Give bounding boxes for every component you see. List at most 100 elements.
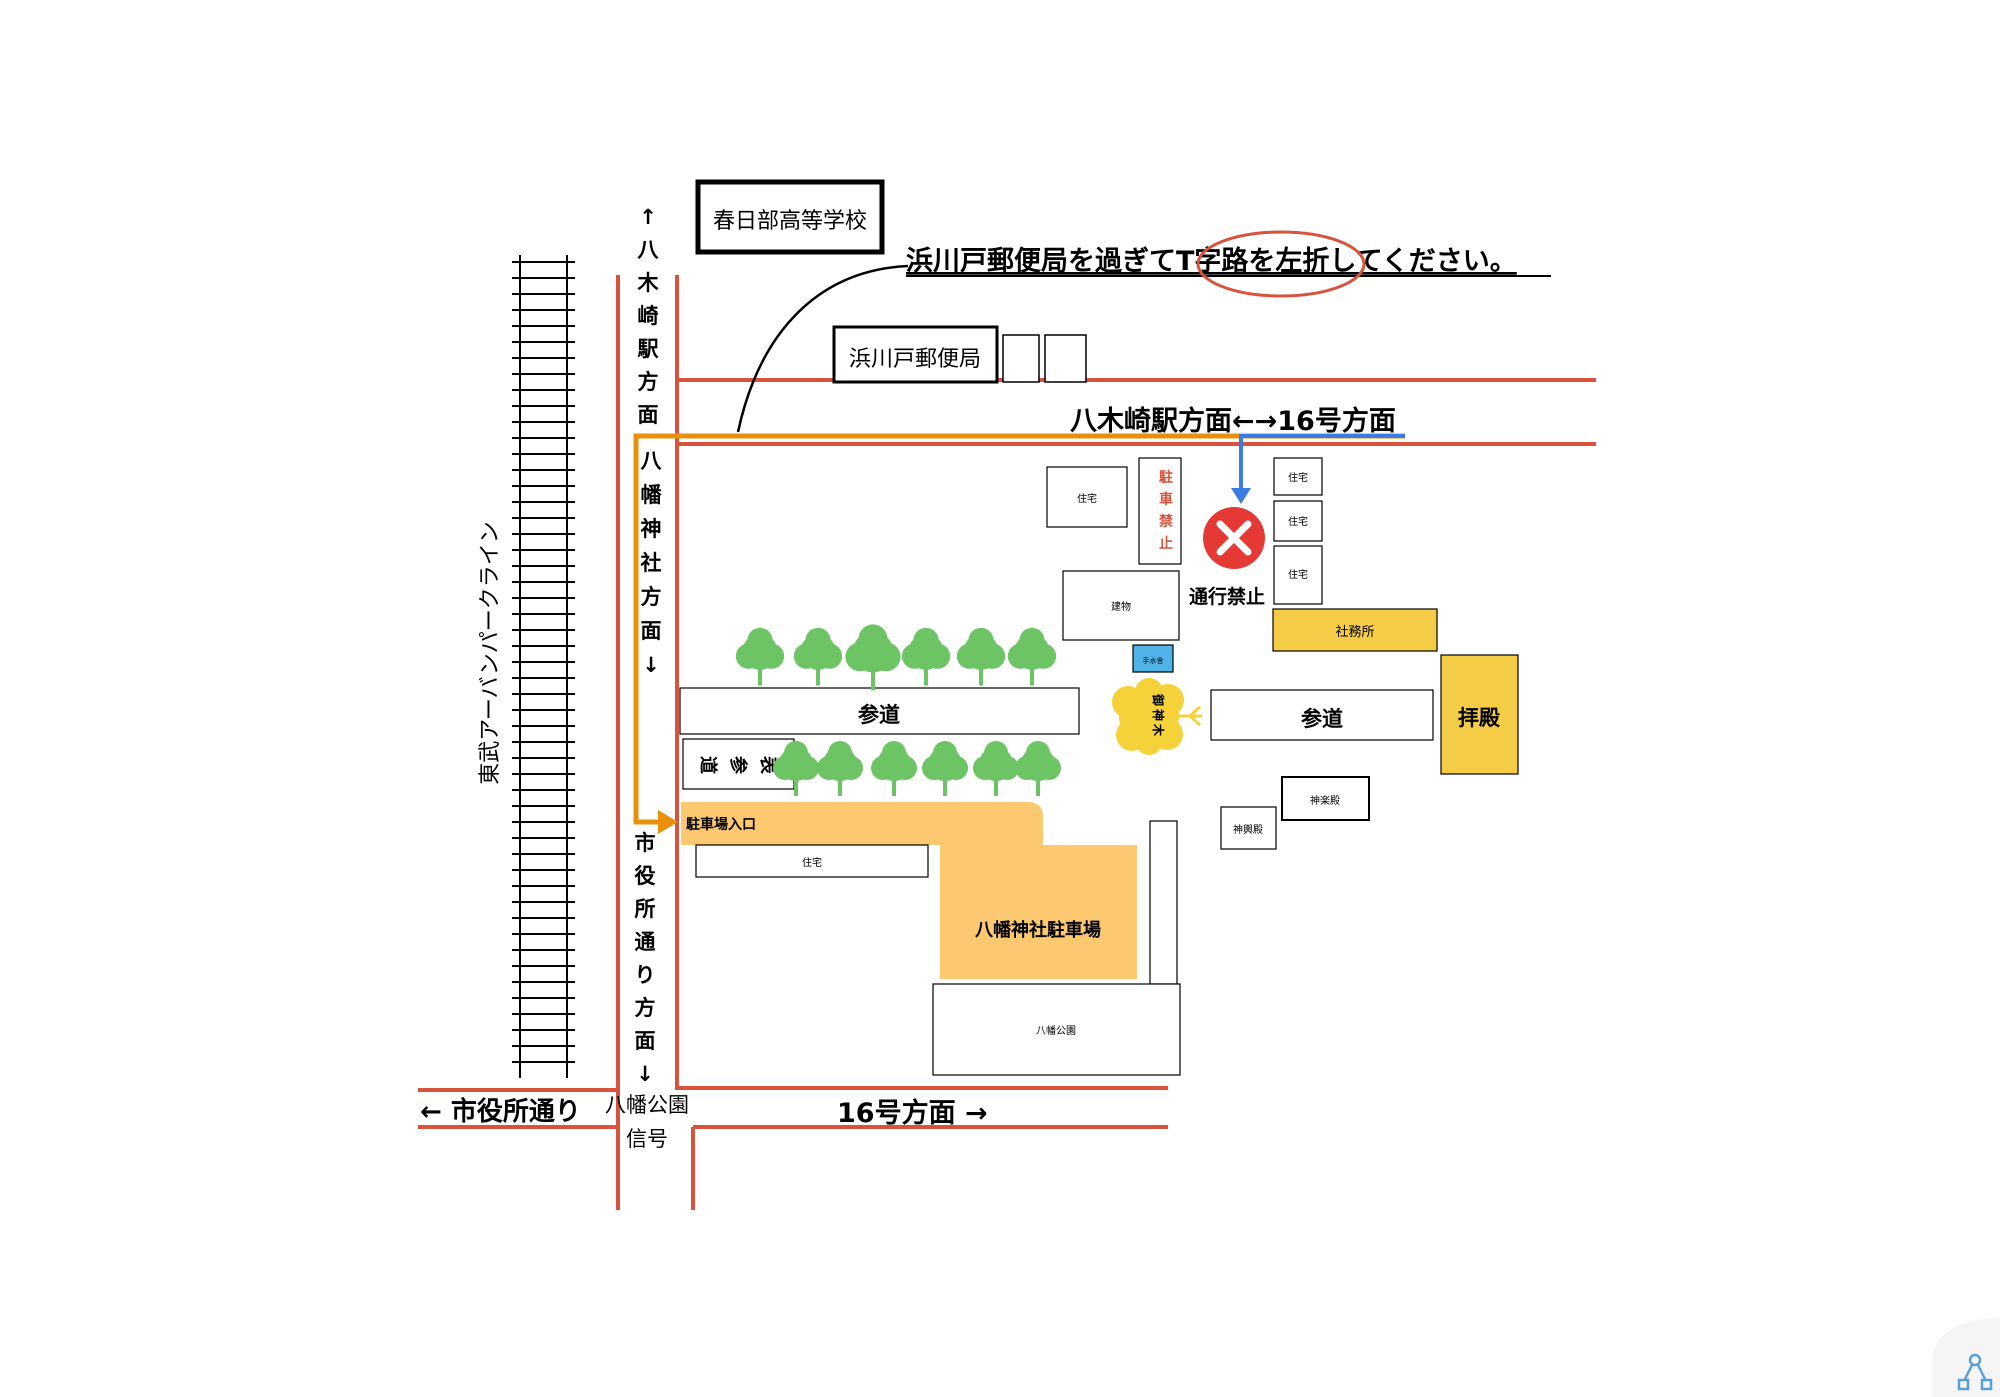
post-office-label: 浜川戸郵便局 — [849, 347, 981, 372]
tree-icon — [1007, 627, 1057, 686]
house-4-label: 住宅 — [1288, 568, 1308, 581]
vt-yagisaki-char: 面 — [638, 403, 659, 427]
tree-icon — [922, 741, 968, 796]
haiden: 拝殿 — [1440, 654, 1519, 775]
tree-icon — [773, 741, 819, 796]
tree-icon — [901, 627, 951, 686]
house-3-label: 住宅 — [1288, 515, 1308, 528]
railway-label: 東武アーバンパークライン — [478, 521, 503, 785]
vt-yagisaki-char: 駅 — [638, 337, 660, 361]
sacred-tree-char: 木 — [1151, 723, 1166, 737]
post-office-box: 浜川戸郵便局 — [832, 325, 1087, 384]
chozuya: 手水舎 — [1132, 644, 1174, 673]
share-icon[interactable] — [1932, 1318, 2000, 1397]
vt-hachiman-char: 八 — [641, 449, 663, 473]
vt-cityhall-char: 通 — [635, 930, 656, 954]
house-1: 住宅 — [1046, 466, 1128, 528]
shamusho: 社務所 — [1272, 608, 1438, 652]
vt-nopark-char: 駐 — [1159, 469, 1173, 486]
signal-label-line2: 信号 — [626, 1127, 668, 1151]
signal-label-line1: 八幡公園 — [605, 1093, 689, 1117]
tree-icon — [973, 741, 1019, 796]
tree-icon — [735, 627, 785, 686]
route-path — [633, 433, 1405, 834]
vt-cityhall-char: 所 — [635, 897, 656, 921]
sacred-tree: 御神木 — [1112, 678, 1202, 755]
tree-icon — [1015, 741, 1061, 796]
vt-hachiman-char: 方 — [641, 585, 662, 609]
sando-right-label: 参道 — [1301, 707, 1343, 731]
sacred-tree-char: 御 — [1151, 693, 1166, 706]
tree-icon — [845, 624, 901, 691]
vt-cityhall-char: 市 — [635, 831, 656, 855]
kaguraden: 神楽殿 — [1281, 776, 1370, 821]
chozuya-label: 手水舎 — [1143, 656, 1164, 665]
house-group: 住宅 住宅 住宅 — [1273, 457, 1323, 605]
house-5: 住宅 — [695, 844, 929, 878]
omote-sando-label: 表参道 — [697, 756, 779, 775]
vt-nopark-char: 禁 — [1159, 513, 1173, 530]
house-2-label: 住宅 — [1288, 471, 1308, 484]
route16-label: 16号方面 → — [837, 1097, 988, 1129]
vt-cityhall-char: ↓ — [636, 1062, 654, 1086]
shrine-parking-label: 八幡神社駐車場 — [975, 919, 1101, 941]
tree-row-top — [735, 624, 1057, 691]
turn-arrow — [1231, 434, 1405, 504]
vt-hachiman-char: 面 — [641, 619, 662, 643]
school-label: 春日部高等学校 — [713, 209, 867, 234]
city-hall-street-label: ← 市役所通り — [420, 1096, 581, 1127]
parking-entrance-label: 駐車場入口 — [686, 816, 756, 833]
vt-hachiman-char: 社 — [640, 551, 662, 575]
narrow-building — [1149, 820, 1178, 985]
vt-yagisaki-char: 崎 — [638, 304, 659, 328]
tree-icon — [817, 741, 863, 796]
vt-cityhall-char: り — [635, 963, 656, 987]
tree-icon — [793, 627, 843, 686]
vt-yagisaki-char: 方 — [638, 370, 659, 394]
vt-cityhall-char: 役 — [635, 864, 656, 888]
sacred-tree-label: 御神木 — [1151, 693, 1166, 737]
to-yagisaki-label: ↑八木崎駅方面 — [637, 205, 660, 427]
school-box: 春日部高等学校 — [695, 179, 885, 255]
vt-hachiman-char: ↓ — [642, 653, 660, 677]
vt-hachiman-char: 神 — [641, 517, 662, 541]
park-label: 八幡公園 — [1036, 1024, 1076, 1037]
sando-left: 参道 — [679, 687, 1080, 735]
shinyoden-label: 神輿殿 — [1233, 823, 1263, 836]
no-entry-sign — [1203, 507, 1265, 569]
building-label: 建物 — [1111, 600, 1131, 613]
building: 建物 — [1062, 570, 1180, 641]
highlight-circle — [1196, 230, 1366, 298]
sando-right: 参道 — [1210, 689, 1434, 741]
tree-icon — [871, 741, 917, 796]
pointer-curve — [736, 264, 909, 433]
vt-nopark-char: 車 — [1159, 491, 1173, 508]
shinyoden: 神輿殿 — [1220, 806, 1277, 850]
vt-cityhall-char: 方 — [635, 996, 656, 1020]
house-5-label: 住宅 — [802, 856, 822, 869]
omote-sando-char: 道 — [697, 756, 719, 774]
shamusho-label: 社務所 — [1335, 624, 1374, 640]
kaguraden-label: 神楽殿 — [1310, 794, 1340, 807]
roads — [418, 275, 1596, 1210]
park: 八幡公園 — [932, 983, 1181, 1076]
sacred-tree-char: 神 — [1151, 709, 1166, 721]
haiden-label: 拝殿 — [1458, 706, 1501, 730]
tree-row-bottom — [773, 741, 1061, 796]
no-entry-label: 通行禁止 — [1189, 585, 1265, 608]
parking-area — [681, 802, 1137, 979]
vt-cityhall-char: 面 — [635, 1029, 656, 1053]
vt-yagisaki-char: 八 — [638, 238, 660, 262]
house-1-label: 住宅 — [1077, 492, 1097, 505]
sando-left-label: 参道 — [858, 703, 900, 727]
main-road-label: 八木崎駅方面←→16号方面 — [1070, 405, 1396, 437]
tree-icon — [956, 627, 1006, 686]
omote-sando-char: 参 — [727, 756, 749, 775]
vt-hachiman-char: 幡 — [641, 483, 663, 507]
omote-sando: 表参道 — [682, 738, 795, 790]
